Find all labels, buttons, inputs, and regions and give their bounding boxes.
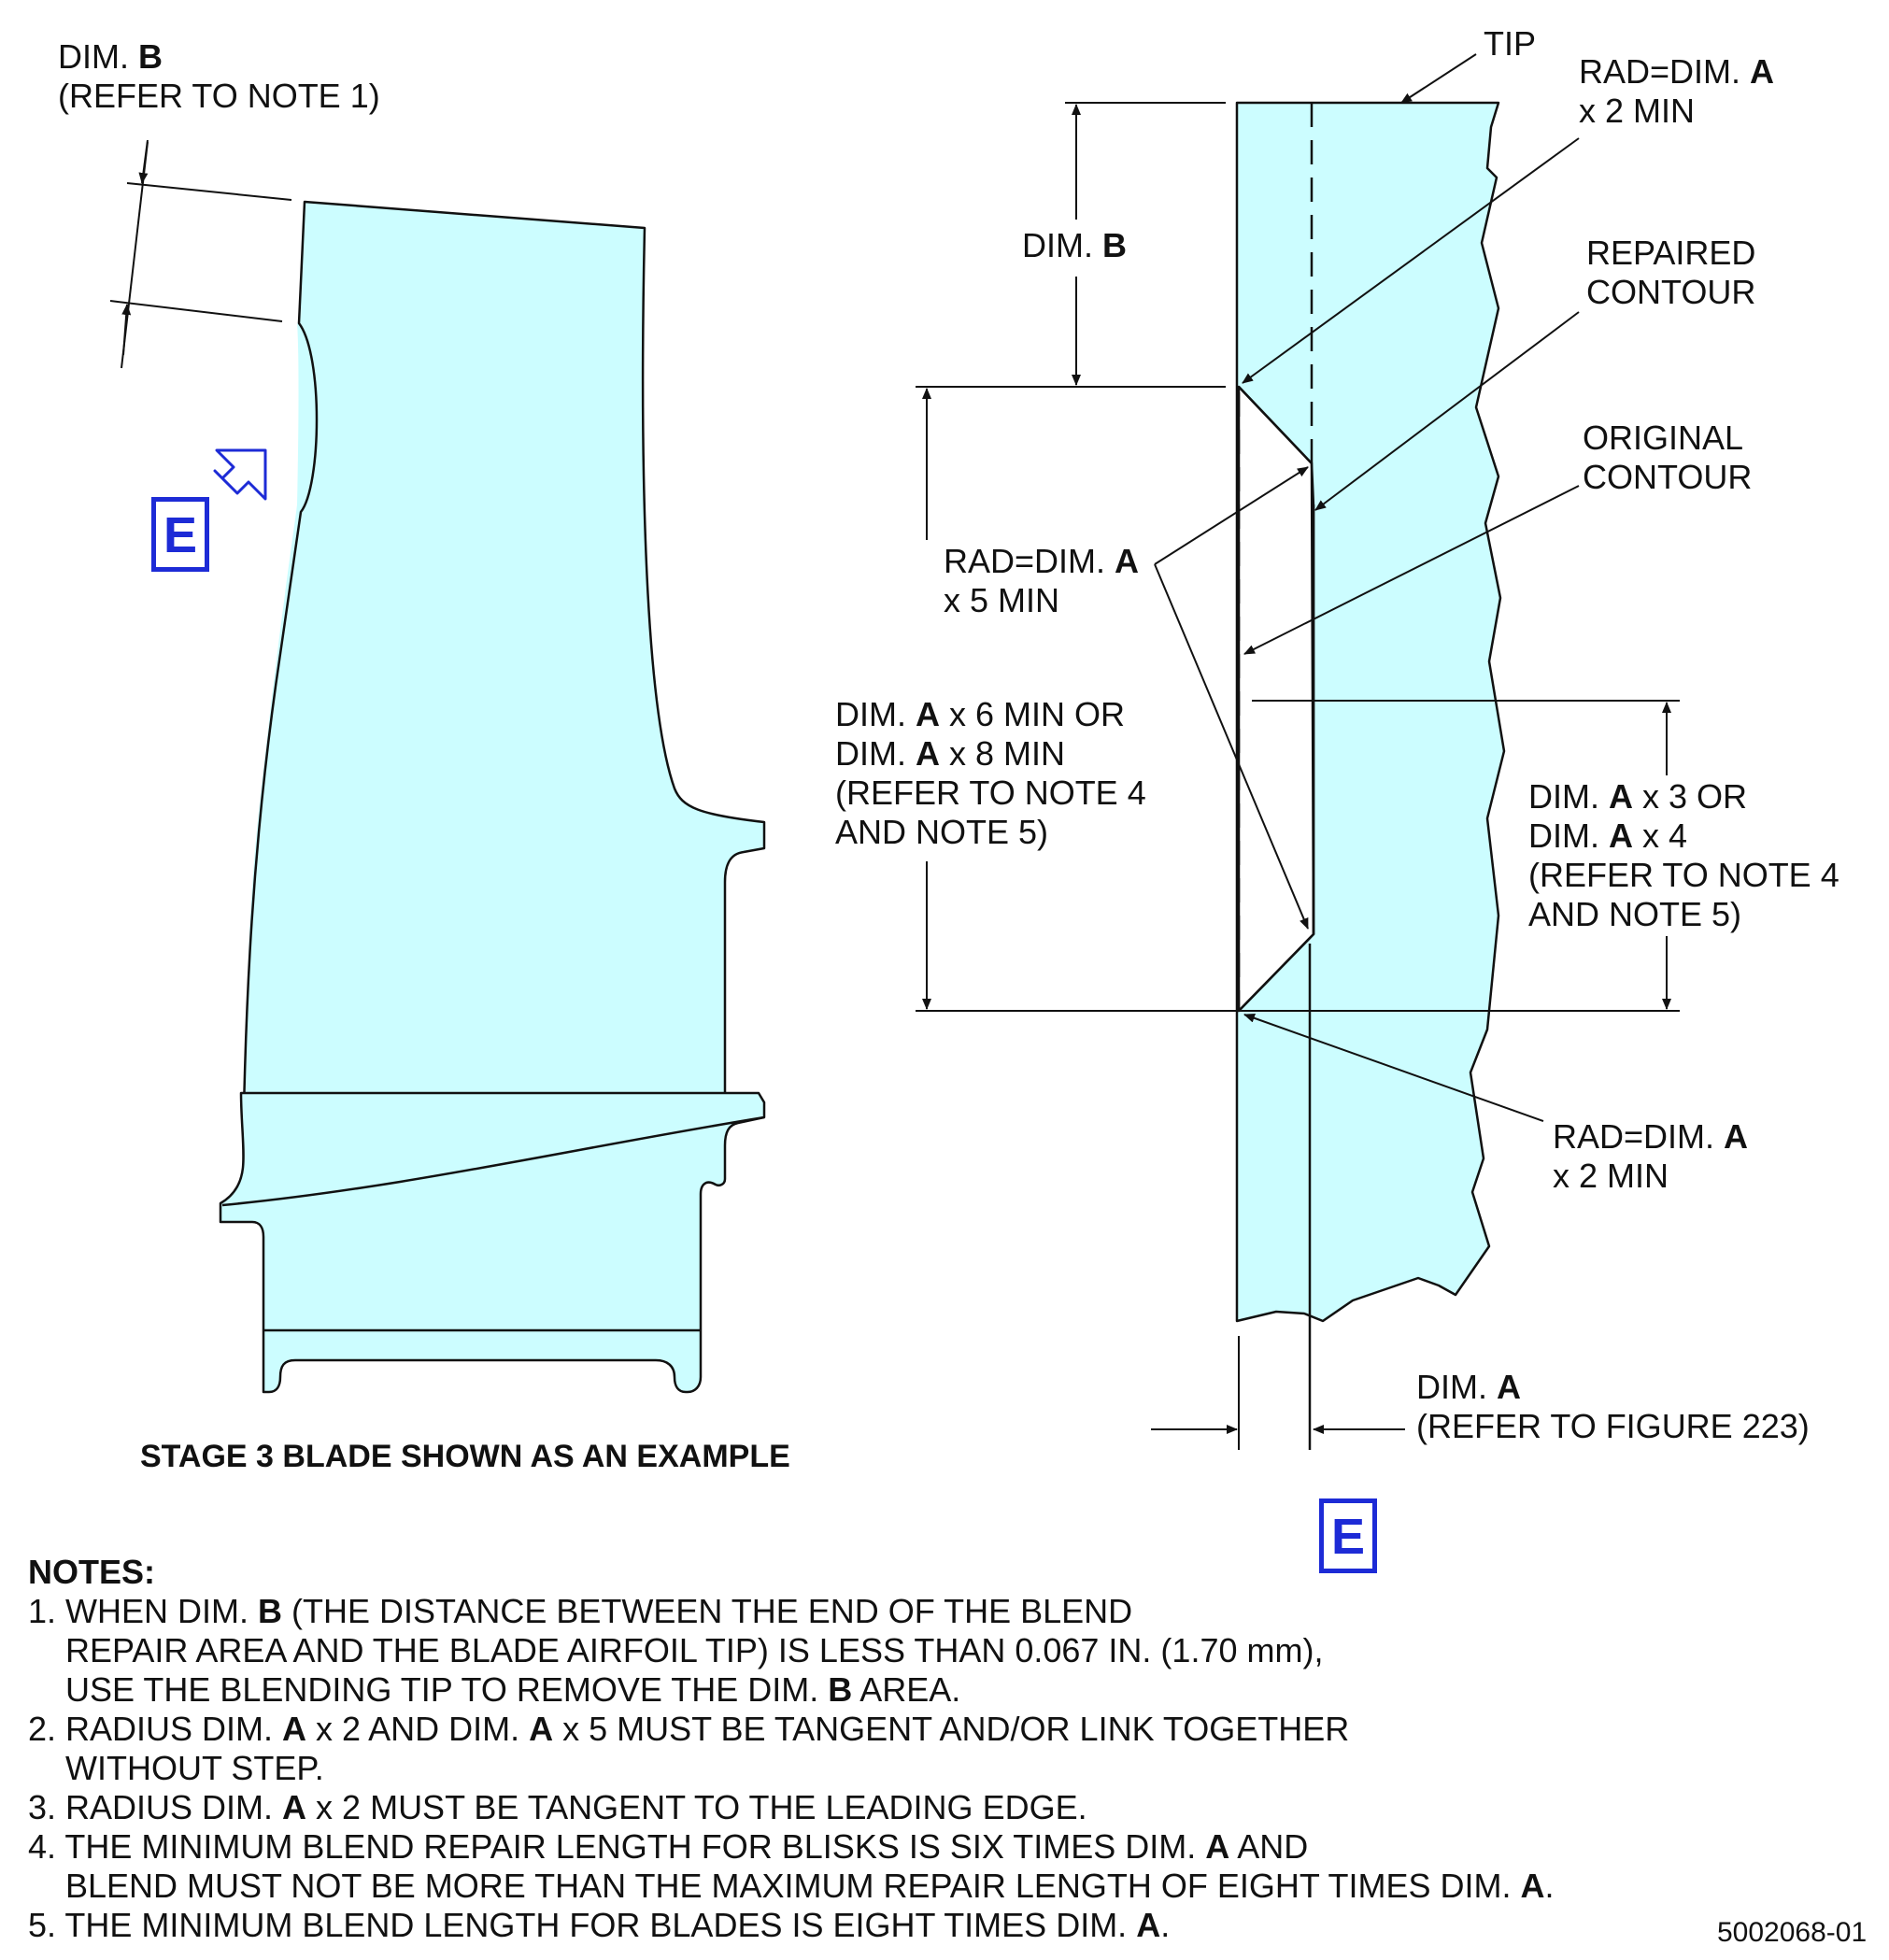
original-contour-label: ORIGINAL bbox=[1583, 419, 1744, 457]
note-1-line-3: USE THE BLENDING TIP TO REMOVE THE DIM. … bbox=[28, 1670, 961, 1709]
repaired-contour bbox=[1238, 386, 1315, 1450]
len-right-label-4: AND NOTE 5) bbox=[1528, 895, 1742, 933]
original-contour bbox=[1237, 103, 1314, 1011]
dim-b-right-label: DIM. B bbox=[1022, 226, 1127, 264]
dim-a-ref: (REFER TO FIGURE 223) bbox=[1416, 1407, 1810, 1445]
tip-label: TIP bbox=[1484, 24, 1537, 63]
note-5: 5. THE MINIMUM BLEND LENGTH FOR BLADES I… bbox=[28, 1906, 1171, 1944]
leader-lines bbox=[1154, 53, 1580, 1122]
blade-root bbox=[219, 1091, 766, 1394]
original-contour-label-2: CONTOUR bbox=[1583, 458, 1753, 496]
len-left-label-3: (REFER TO NOTE 4 bbox=[835, 774, 1146, 812]
note-4-line-1: 4. THE MINIMUM BLEND REPAIR LENGTH FOR B… bbox=[28, 1827, 1309, 1866]
dim-b-left-marks bbox=[109, 139, 292, 369]
note-2-line-2: WITHOUT STEP. bbox=[28, 1749, 324, 1787]
notes-heading: NOTES: bbox=[28, 1553, 156, 1591]
note-4-line-2: BLEND MUST NOT BE MORE THAN THE MAXIMUM … bbox=[28, 1867, 1555, 1905]
rad-bot-label: RAD=DIM. A bbox=[1553, 1117, 1749, 1156]
dim-a-marks bbox=[1151, 1336, 1405, 1450]
dim-a-label: DIM. A bbox=[1416, 1368, 1521, 1406]
dim-b-left-label: DIM. B bbox=[58, 37, 163, 76]
note-1-line-1: 1. WHEN DIM. B (THE DISTANCE BETWEEN THE… bbox=[28, 1592, 1133, 1630]
view-e-callout-left[interactable]: E bbox=[151, 497, 209, 572]
view-e-label: E bbox=[1319, 1498, 1377, 1573]
repaired-contour-label: REPAIRED bbox=[1586, 234, 1756, 272]
notes-block: NOTES: 1. WHEN DIM. B (THE DISTANCE BETW… bbox=[28, 1553, 1555, 1945]
rad-bot-label-2: x 2 MIN bbox=[1553, 1157, 1669, 1195]
view-e-arrow bbox=[213, 448, 267, 501]
figure-number: 5002068-01 bbox=[1717, 1917, 1868, 1948]
blade-caption: STAGE 3 BLADE SHOWN AS AN EXAMPLE bbox=[140, 1439, 790, 1474]
repaired-contour-label-2: CONTOUR bbox=[1586, 273, 1756, 311]
len-left-label-2: DIM. A x 8 MIN bbox=[835, 734, 1066, 773]
dim-b-left-ref: (REFER TO NOTE 1) bbox=[58, 77, 380, 115]
len-right-label-3: (REFER TO NOTE 4 bbox=[1528, 856, 1839, 894]
rad-top-label-2: x 2 MIN bbox=[1579, 92, 1696, 130]
note-3: 3. RADIUS DIM. A x 2 MUST BE TANGENT TO … bbox=[28, 1788, 1087, 1826]
rad-mid-label-2: x 5 MIN bbox=[944, 581, 1060, 619]
note-1-line-2: REPAIR AREA AND THE BLADE AIRFOIL TIP) I… bbox=[28, 1631, 1324, 1669]
rad-top-label: RAD=DIM. A bbox=[1579, 52, 1775, 91]
note-2-line-1: 2. RADIUS DIM. A x 2 AND DIM. A x 5 MUST… bbox=[28, 1710, 1350, 1748]
detail-e-body bbox=[1235, 101, 1506, 1323]
len-right-label-1: DIM. A x 3 OR bbox=[1528, 777, 1748, 816]
rad-mid-label: RAD=DIM. A bbox=[944, 542, 1140, 580]
len-left-label-4: AND NOTE 5) bbox=[835, 813, 1049, 851]
len-right-label-2: DIM. A x 4 bbox=[1528, 817, 1688, 855]
dim-ext-lines bbox=[916, 102, 1680, 1012]
len-left-label-1: DIM. A x 6 MIN OR bbox=[835, 695, 1126, 733]
